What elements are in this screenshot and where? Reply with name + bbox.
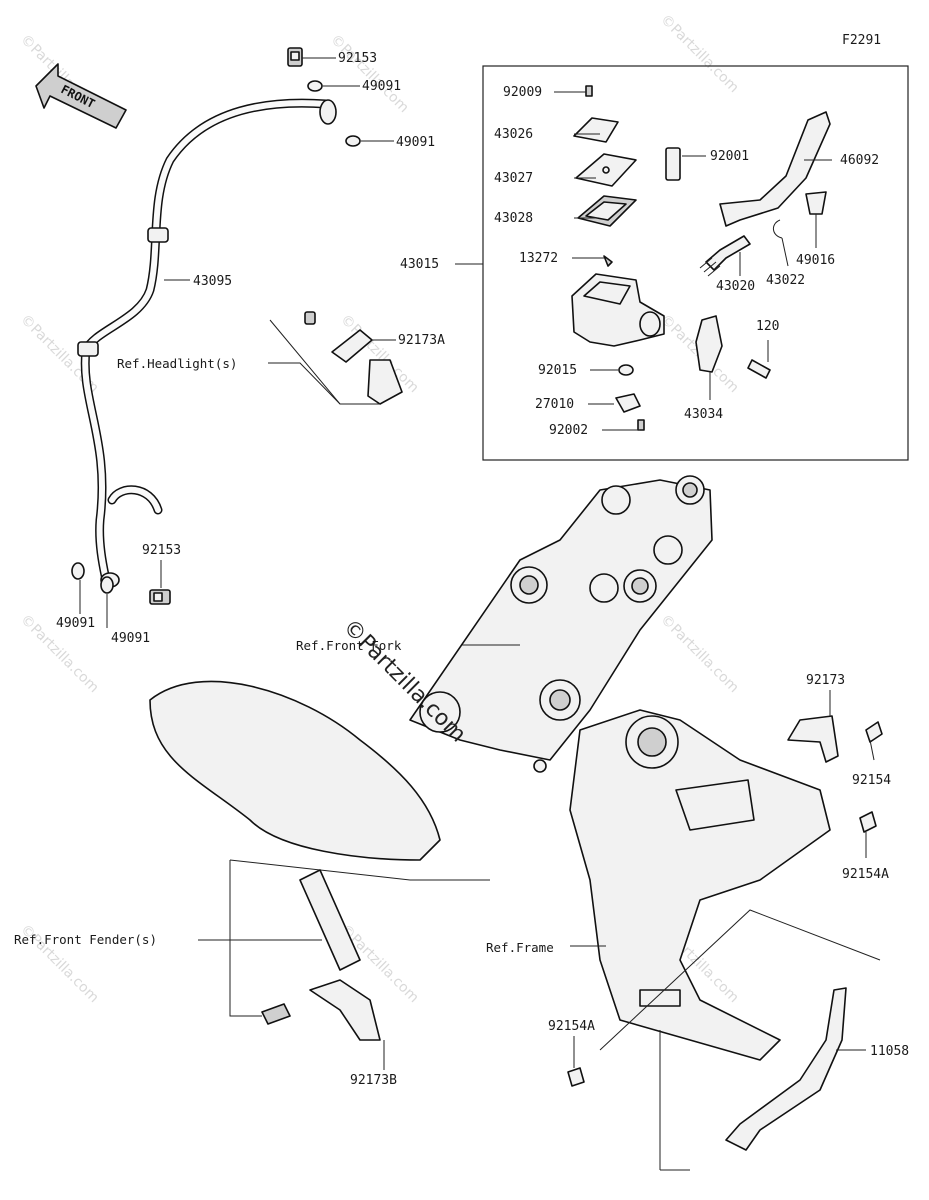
- ref-frame: Ref.Frame: [486, 940, 554, 955]
- master-cylinder-box: [482, 65, 909, 461]
- callout-11058: 11058: [870, 1044, 909, 1059]
- callout-92002: 92002: [549, 423, 588, 438]
- watermark: ©Partzilla.com: [657, 612, 742, 697]
- callout-49091-a: 49091: [362, 79, 401, 94]
- callout-43028: 43028: [494, 211, 533, 226]
- brake-hose: [77, 98, 337, 588]
- callout-43020: 43020: [716, 279, 755, 294]
- banjo-bolt-top: [287, 47, 303, 67]
- bracket-11058: [725, 987, 847, 1151]
- bracket-92173: [787, 715, 839, 763]
- callout-49091-b: 49091: [396, 135, 435, 150]
- callout-49091-c: 49091: [56, 616, 95, 631]
- callout-49091-d: 49091: [111, 631, 150, 646]
- callout-92173: 92173: [806, 673, 845, 688]
- callout-27010: 27010: [535, 397, 574, 412]
- callout-46092: 46092: [840, 153, 879, 168]
- callout-43026: 43026: [494, 127, 533, 142]
- callout-43034: 43034: [684, 407, 723, 422]
- callout-92154A-left: 92154A: [548, 1019, 595, 1034]
- callout-92154: 92154: [852, 773, 891, 788]
- frame: [569, 709, 831, 1171]
- ref-front-fender: Ref.Front Fender(s): [14, 932, 157, 947]
- banjo-bolt-bottom: [149, 589, 171, 605]
- hose-clamp-bracket: [269, 311, 403, 405]
- callout-labels: 92153 49091 49091 43095 92173A Ref.Headl…: [14, 51, 909, 1088]
- callout-43095: 43095: [193, 274, 232, 289]
- master-cylinder-parts: [571, 85, 831, 431]
- callout-13272: 13272: [519, 251, 558, 266]
- callout-92153-top: 92153: [338, 51, 377, 66]
- callout-43022: 43022: [766, 273, 805, 288]
- callout-92009: 92009: [503, 85, 542, 100]
- bolt-92154A-right-icon: [859, 811, 877, 833]
- callout-120: 120: [756, 319, 779, 334]
- leader-lines: [79, 57, 875, 1070]
- watermark: ©Partzilla.com: [657, 12, 742, 97]
- callout-92154A-right: 92154A: [842, 867, 889, 882]
- washer-icon: [71, 562, 85, 580]
- callout-43015: 43015: [400, 257, 439, 272]
- callout-92001: 92001: [710, 149, 749, 164]
- callout-49016: 49016: [796, 253, 835, 268]
- front-fork: [409, 475, 713, 773]
- callout-92015: 92015: [538, 363, 577, 378]
- bolt-92154A-left-icon: [567, 1067, 585, 1087]
- washer-icon: [345, 135, 361, 147]
- callout-43027: 43027: [494, 171, 533, 186]
- ref-headlight: Ref.Headlight(s): [117, 356, 237, 371]
- washer-icon: [100, 576, 114, 594]
- callout-92153-bottom: 92153: [142, 543, 181, 558]
- front-fender: [149, 680, 490, 1041]
- washer-icon: [307, 80, 323, 92]
- callout-92173B: 92173B: [350, 1073, 397, 1088]
- front-arrow-icon: FRONT: [35, 63, 127, 129]
- watermark: ©Partzilla.com: [327, 32, 412, 117]
- ref-front-fork: Ref.Front Fork: [296, 638, 402, 653]
- callout-92173A: 92173A: [398, 333, 445, 348]
- bolt-92154-icon: [865, 721, 883, 743]
- diagram-code: F2291: [842, 33, 881, 48]
